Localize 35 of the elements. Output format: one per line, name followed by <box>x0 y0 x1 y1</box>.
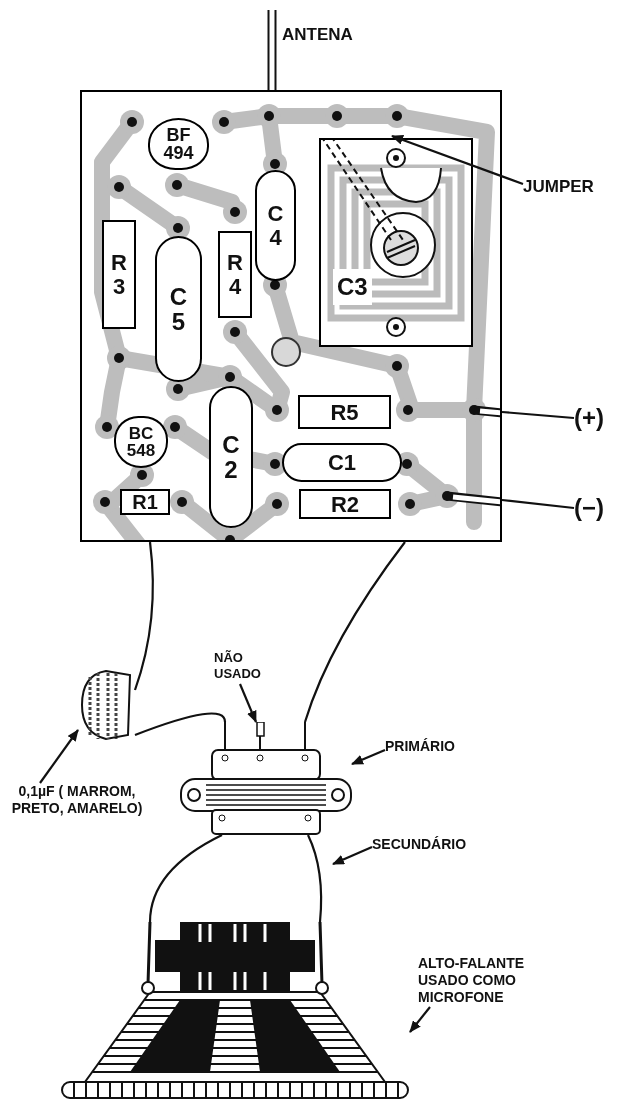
capacitor: C4 <box>255 170 296 281</box>
resistor: R5 <box>298 395 391 429</box>
transistor: BC 548 <box>114 416 168 468</box>
transformer-drawing <box>180 722 352 835</box>
trimmer-capacitor: C3 <box>319 138 473 347</box>
terminal-label: (+) <box>574 400 622 432</box>
wire <box>133 541 154 691</box>
callout-label: ALTO-FALANTE USADO COMO MICROFONE <box>418 955 558 1007</box>
leader-arrow <box>409 1006 431 1033</box>
callout-label: PRIMÁRIO <box>385 736 475 754</box>
transistor: BF 494 <box>148 118 209 170</box>
leader-arrow <box>332 846 373 865</box>
capacitor: C5 <box>155 236 202 382</box>
resistor: R1 <box>120 489 170 515</box>
terminal-label: (−) <box>574 490 622 522</box>
speaker-drawing <box>60 922 410 1100</box>
wire <box>148 834 223 923</box>
capacitor: C1 <box>282 443 402 482</box>
callout-label: SECUNDÁRIO <box>372 834 482 852</box>
wire <box>501 498 575 510</box>
callout-label: JUMPER <box>523 174 623 196</box>
callout-label: 0,1µF ( MARROM, PRETO, AMARELO) <box>2 783 152 837</box>
callout-label: NÃO USADO <box>214 650 278 684</box>
wire <box>307 834 323 923</box>
leader-arrow <box>239 683 257 723</box>
resistor: R4 <box>218 231 252 318</box>
wire <box>303 541 406 723</box>
resistor: R2 <box>299 489 391 519</box>
leader-arrow <box>39 729 79 784</box>
leader-arrow <box>351 749 386 765</box>
wire <box>501 410 575 420</box>
capacitor: C2 <box>209 386 253 528</box>
resistor: R3 <box>102 220 136 329</box>
leader-arrow <box>391 134 524 186</box>
antenna-label: ANTENA <box>282 24 353 46</box>
